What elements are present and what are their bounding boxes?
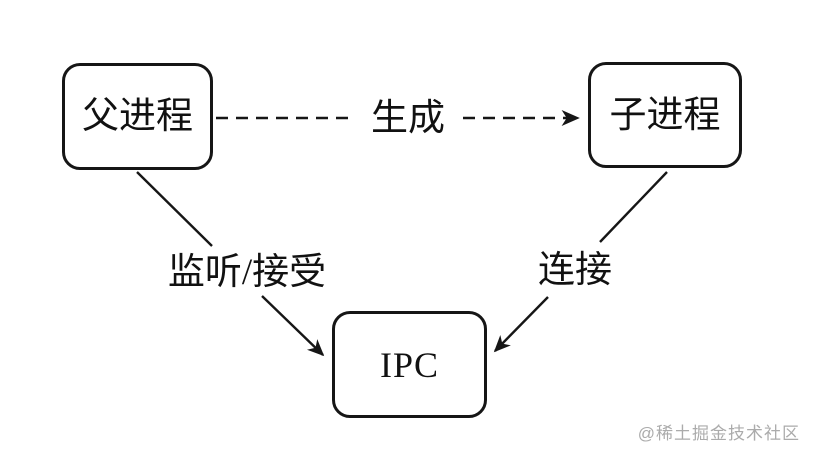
node-child-process: 子进程	[588, 62, 742, 168]
node-parent-process: 父进程	[62, 63, 213, 170]
node-ipc: IPC	[332, 311, 487, 418]
watermark: @稀土掘金技术社区	[637, 424, 800, 443]
node-child-process-label: 子进程	[609, 94, 721, 136]
node-ipc-label: IPC	[379, 344, 440, 385]
edge-label-spawn: 生成	[356, 94, 460, 142]
edge-label-listen-accept: 监听/接受	[157, 249, 337, 295]
edge-label-connect: 连接	[527, 247, 623, 293]
node-parent-process-label: 父进程	[82, 96, 193, 137]
